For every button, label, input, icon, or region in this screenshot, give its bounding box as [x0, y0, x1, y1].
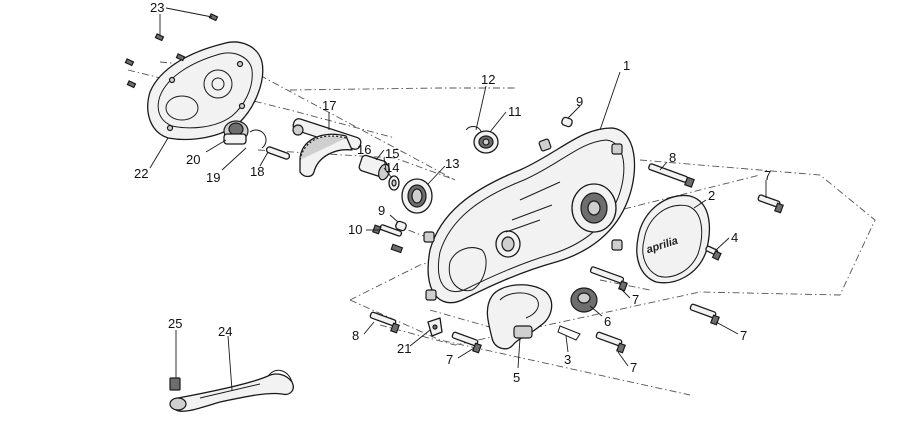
callout-7c: 7	[740, 328, 747, 343]
callout-4: 4	[731, 230, 738, 245]
bearing-11	[473, 130, 499, 154]
callout-17: 17	[322, 98, 336, 113]
pin-18	[265, 146, 291, 160]
callout-5: 5	[513, 370, 520, 385]
callout-18: 18	[250, 164, 264, 179]
callout-7b: 7	[632, 292, 639, 307]
callout-16: 16	[357, 142, 371, 157]
callout-9b: 9	[378, 203, 385, 218]
starter-gear-bushing	[223, 120, 249, 145]
callout-7e: 7	[446, 352, 453, 367]
callout-19: 19	[206, 170, 220, 185]
callout-1: 1	[623, 58, 630, 73]
washers-14-15	[388, 175, 400, 191]
callout-2: 2	[708, 188, 715, 203]
callout-20: 20	[186, 152, 200, 167]
callout-8b: 8	[352, 328, 359, 343]
callout-12: 12	[481, 72, 495, 87]
callout-8a: 8	[669, 150, 676, 165]
callout-labels: 1 2 3 4 5 6 7 7 7 7 7 8 8 9 9 10 11 12 1…	[134, 0, 771, 385]
screw-4	[705, 245, 722, 261]
transmission-cover	[423, 127, 636, 304]
callout-9a: 9	[576, 94, 583, 109]
callout-7a: 7	[764, 168, 771, 183]
callout-23: 23	[150, 0, 164, 15]
circlip-19	[249, 129, 267, 149]
callout-22: 22	[134, 166, 148, 181]
callout-21: 21	[397, 341, 411, 356]
inner-cover-plate	[147, 41, 264, 141]
callout-10: 10	[348, 222, 362, 237]
kick-start-lever	[169, 369, 294, 412]
bolts	[369, 163, 784, 354]
leader-lines	[149, 7, 767, 391]
bracket-21	[427, 317, 443, 337]
callout-25: 25	[168, 316, 182, 331]
logo-cover: aprilia	[636, 194, 711, 284]
callout-7d: 7	[630, 360, 637, 375]
callout-11: 11	[508, 104, 522, 119]
kick-start-shaft	[292, 118, 362, 178]
screw-10	[372, 224, 404, 254]
callout-14: 14	[385, 160, 399, 175]
callout-6: 6	[604, 314, 611, 329]
plate-screws	[124, 13, 219, 89]
callout-15: 15	[385, 146, 399, 161]
callout-24: 24	[218, 324, 232, 339]
callout-13: 13	[445, 156, 459, 171]
oil-seal-13	[401, 178, 433, 214]
clip-3	[557, 325, 581, 341]
intake-duct-5	[486, 284, 553, 350]
callout-3: 3	[564, 352, 571, 367]
